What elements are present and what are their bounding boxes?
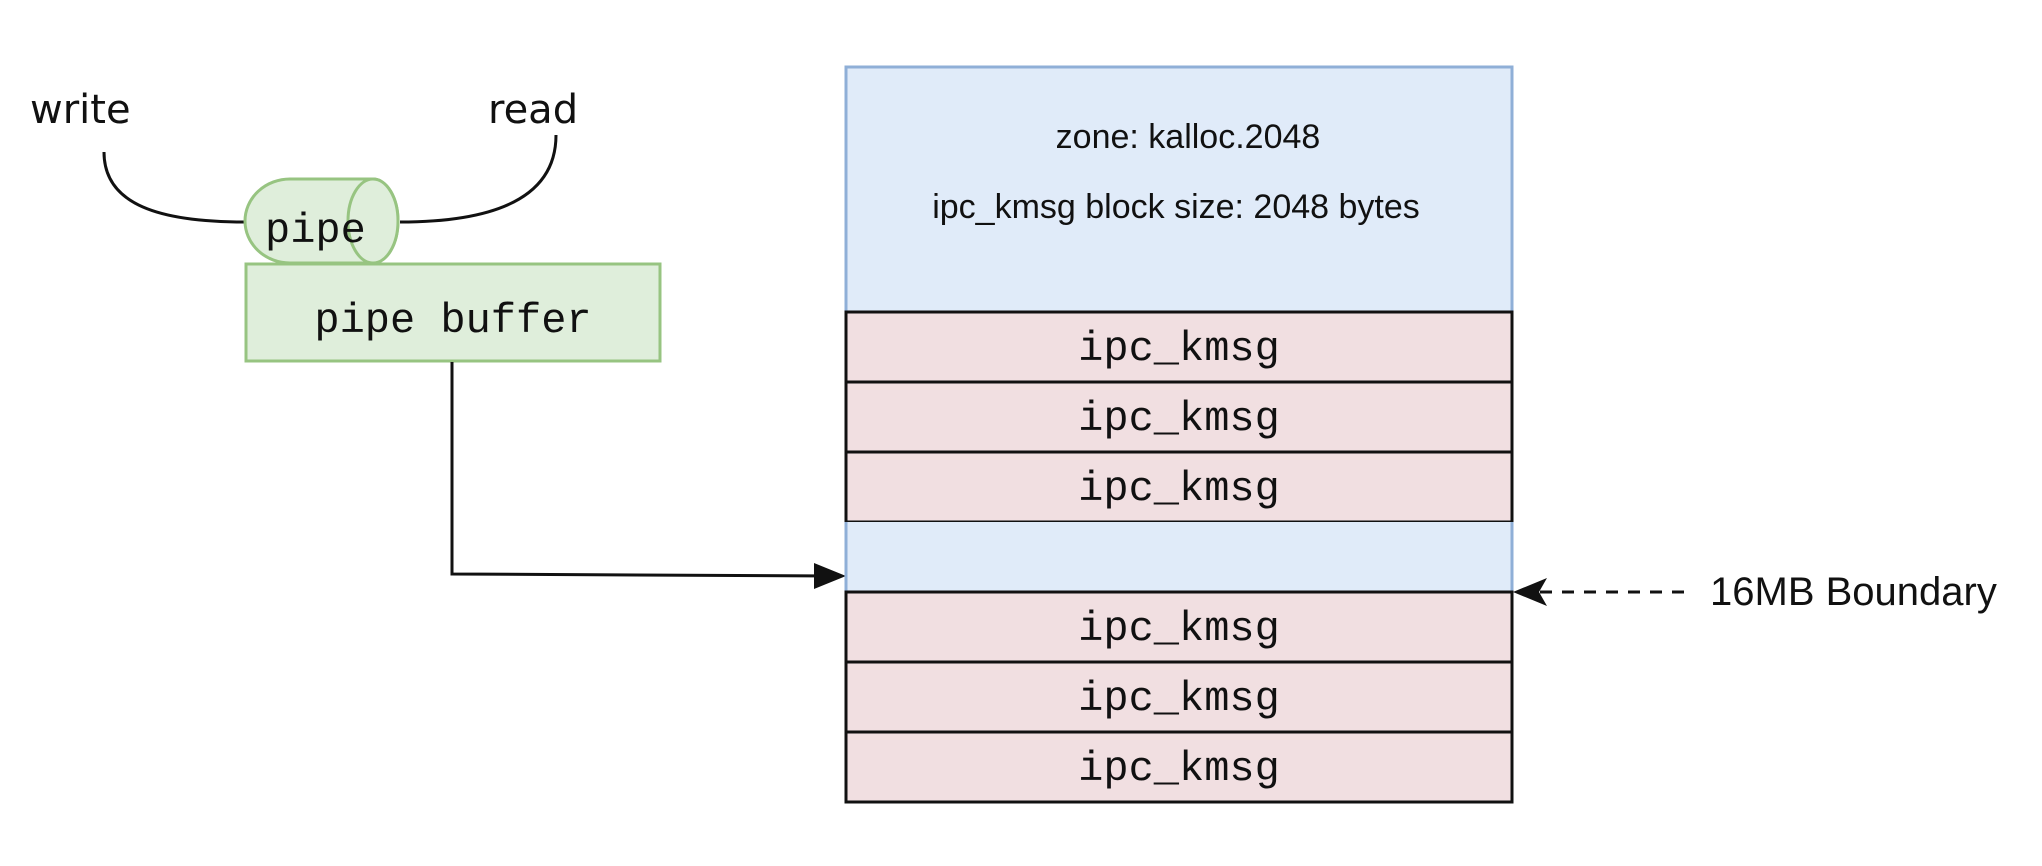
boundary-arrowhead (1513, 578, 1547, 606)
ipc-kmsg-label: ipc_kmsg (1078, 605, 1280, 653)
ipc-kmsg-block: ipc_kmsg (844, 590, 1514, 664)
ipc-kmsg-label: ipc_kmsg (1078, 745, 1280, 793)
zone-header (844, 65, 1514, 314)
write-curve (102, 151, 246, 224)
write-label: write (30, 87, 131, 133)
zone-blocks: ipc_kmsg ipc_kmsg ipc_kmsg ipc_kmsg ipc_kmsg… (844, 310, 1514, 804)
ipc-kmsg-label: ipc_kmsg (1078, 395, 1280, 443)
ipc-kmsg-block: ipc_kmsg (844, 450, 1514, 524)
ipc-kmsg-label: ipc_kmsg (1078, 325, 1280, 373)
ipc-kmsg-rect (844, 310, 1514, 384)
pipe-buffer-label: pipe buffer (314, 297, 591, 345)
pipe-label: pipe (265, 207, 366, 255)
block-size-label: ipc_kmsg block size: 2048 bytes (932, 188, 1420, 226)
pipe-group: write read pipe pipe buffer (30, 87, 846, 589)
ipc-kmsg-block: ipc_kmsg (844, 310, 1514, 384)
ipc-kmsg-rect (844, 660, 1514, 734)
buffer-to-zone-arrowhead (814, 563, 846, 589)
pipe-cylinder: pipe (243, 177, 400, 265)
ipc-kmsg-label: ipc_kmsg (1078, 465, 1280, 513)
pipe-buffer-box: pipe buffer (244, 262, 662, 363)
zone-name-label: zone: kalloc.2048 (1056, 118, 1321, 156)
ipc-kmsg-block: ipc_kmsg (844, 730, 1514, 804)
zone-column: zone: kalloc.2048 ipc_kmsg block size: 2… (844, 65, 1514, 804)
ipc-kmsg-rect (844, 590, 1514, 664)
ipc-kmsg-label: ipc_kmsg (1078, 675, 1280, 723)
ipc-kmsg-block: ipc_kmsg (844, 380, 1514, 454)
read-label: read (488, 87, 578, 133)
ipc-kmsg-block: ipc_kmsg (844, 660, 1514, 734)
free-slot (844, 522, 1514, 592)
buffer-to-zone-arrow (450, 362, 835, 578)
boundary-label: 16MB Boundary (1710, 570, 1997, 614)
free-slot-rect (846, 522, 1512, 592)
ipc-kmsg-rect (844, 730, 1514, 804)
boundary-marker: 16MB Boundary (1513, 570, 1997, 614)
read-curve (399, 134, 558, 224)
